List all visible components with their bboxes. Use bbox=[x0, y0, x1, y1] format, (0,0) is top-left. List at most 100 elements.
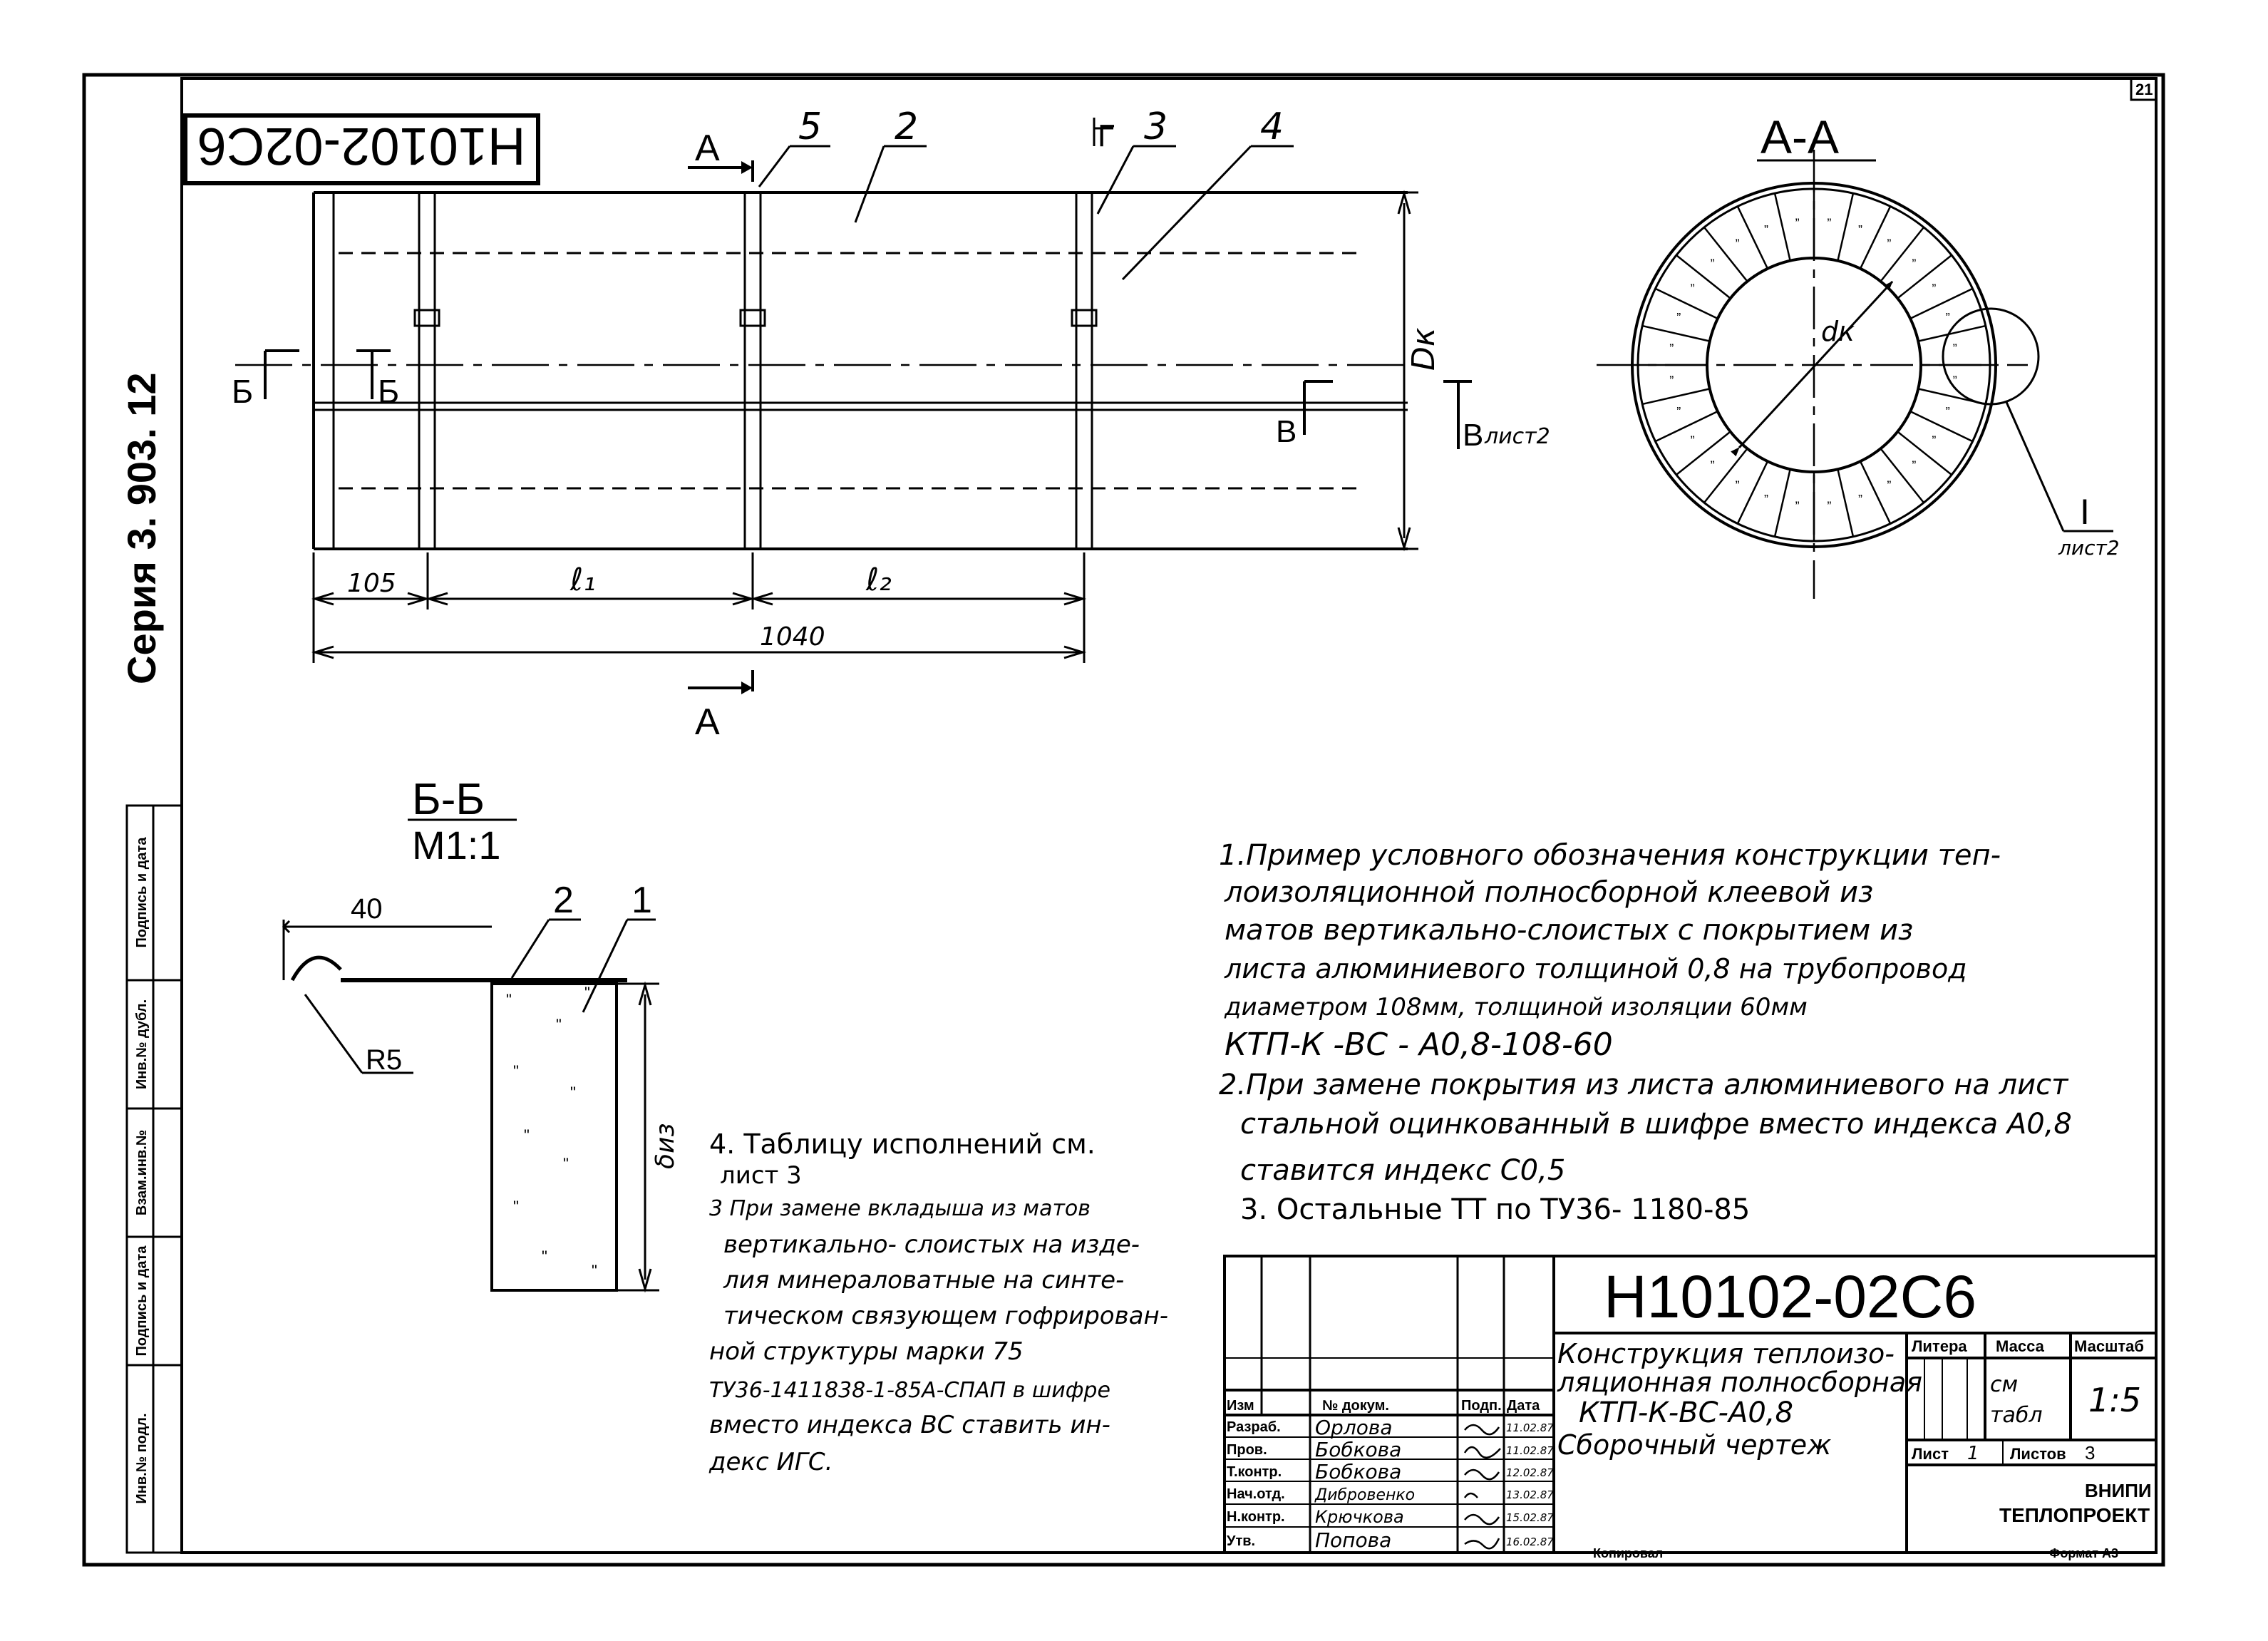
insulation-segment-divider bbox=[1880, 227, 1924, 282]
notes-left-line: тическом связующем гофрирован- bbox=[723, 1302, 1168, 1330]
tb-name: Дибровенко bbox=[1314, 1486, 1415, 1504]
title-block-dates: 11.02.87 11.02.87 12.02.87 13.02.87 15.0… bbox=[1506, 1421, 1554, 1548]
insulation-segment-divider bbox=[1654, 287, 1718, 320]
title-block-headers: Изм № докум. Подп. Дата bbox=[1227, 1398, 1540, 1414]
insulation-segment-divider bbox=[1736, 205, 1769, 269]
svg-text:": " bbox=[570, 1084, 576, 1101]
stamp-top: Н10102-02С6 bbox=[183, 113, 540, 185]
svg-text:": " bbox=[506, 991, 512, 1009]
tb-scale-label: Масштаб bbox=[2074, 1337, 2144, 1355]
notes-left-line: вместо индекса ВС ставить ин- bbox=[709, 1411, 1110, 1439]
section-aa-dk-label: dк bbox=[1821, 316, 1855, 347]
section-bb-scale: М1:1 bbox=[412, 823, 501, 868]
notes-right-line: 1.Пример условного обозначения конструкц… bbox=[1219, 839, 2001, 872]
insulation-fill-mark: ” bbox=[1912, 458, 1916, 473]
tb-role: Нач.отд. bbox=[1227, 1486, 1285, 1502]
insulation-fill-mark: ” bbox=[1736, 478, 1740, 493]
tb-sheet-label: Лист bbox=[1912, 1445, 1949, 1463]
notes-left-line: ТУ36-1411838-1-85А-СПАП в шифре bbox=[709, 1378, 1110, 1403]
insulation-segment-divider bbox=[1773, 468, 1791, 537]
section-bb-callout-1: 1 bbox=[632, 880, 652, 921]
section-aa-segments: ”””””””””””””””””””””””””””” bbox=[1638, 189, 1990, 541]
section-a-bottom-label: А bbox=[695, 701, 720, 743]
svg-text:": " bbox=[592, 1262, 597, 1280]
callout-5: 5 bbox=[798, 106, 822, 148]
insulation-segment-divider bbox=[1773, 192, 1791, 262]
tb-date: 16.02.87 bbox=[1506, 1535, 1554, 1548]
svg-text:": " bbox=[542, 1248, 547, 1265]
dim-dk-label: Dк bbox=[1406, 327, 1442, 371]
insulation-fill-mark: ” bbox=[1764, 223, 1768, 237]
tb-name: Бобкова bbox=[1315, 1460, 1401, 1483]
tb-name: Попова bbox=[1315, 1528, 1391, 1552]
insulation-fill-mark: ” bbox=[1795, 216, 1800, 230]
insulation-segment-divider bbox=[1859, 461, 1892, 525]
insulation-fill-mark: ” bbox=[1858, 493, 1862, 507]
tb-name: Бобкова bbox=[1315, 1438, 1401, 1461]
section-bb-dim-40: 40 bbox=[351, 893, 383, 925]
insulation-fill-mark: ” bbox=[1711, 458, 1715, 473]
notes-right-line: лоизоляционной полносборной клеевой из bbox=[1224, 876, 1873, 909]
section-aa-view bbox=[1597, 150, 2113, 599]
dim-105: 105 bbox=[347, 569, 396, 598]
left-strip bbox=[125, 804, 183, 1554]
tb-date: 15.02.87 bbox=[1506, 1511, 1554, 1524]
tb-date: 11.02.87 bbox=[1506, 1444, 1554, 1457]
tb-header: Подп. bbox=[1461, 1398, 1502, 1414]
section-aa-title: А-А bbox=[1761, 110, 1839, 163]
insulation-segment-divider bbox=[1654, 410, 1718, 443]
insulation-segment-divider bbox=[1917, 388, 1986, 406]
notes-left-line: ной структуры марки 75 bbox=[709, 1337, 1024, 1366]
notes-left: 4. Таблицу исполнений см. лист 3 3 При з… bbox=[708, 1128, 1168, 1476]
insulation-fill-mark: ” bbox=[1887, 478, 1891, 493]
section-b-right-label: Б bbox=[378, 373, 399, 410]
section-a-marks bbox=[688, 160, 754, 694]
notes-left-line: декс ИГС. bbox=[708, 1448, 833, 1476]
dim-1040: 1040 bbox=[760, 622, 825, 652]
dim-l2: ℓ₂ bbox=[865, 562, 892, 598]
svg-text:": " bbox=[584, 984, 590, 1002]
tb-sheet-value: 1 bbox=[1967, 1443, 1979, 1464]
tb-mass-value-1: см bbox=[1990, 1372, 2018, 1397]
section-bb-callout-2: 2 bbox=[553, 880, 574, 921]
tb-role: Н.контр. bbox=[1227, 1509, 1285, 1525]
notes-right-line: матов вертикально-слоистых с покрытием и… bbox=[1225, 914, 1913, 947]
section-b-left-label: Б bbox=[232, 373, 253, 410]
tb-sheets-label: Листов bbox=[2010, 1445, 2066, 1463]
notes-left-line: 3 При замене вкладыша из матов bbox=[709, 1196, 1091, 1221]
tb-org-2: ТЕПЛОПРОЕКТ bbox=[1999, 1504, 2150, 1526]
insulation-fill-mark: ” bbox=[1691, 433, 1695, 448]
title-block-name-3: КТП-К-ВС-А0,8 bbox=[1579, 1396, 1793, 1429]
section-bb-title: Б-Б bbox=[412, 775, 485, 824]
insulation-fill-mark: ” bbox=[1676, 311, 1681, 325]
insulation-fill-mark: ” bbox=[1669, 374, 1674, 388]
insulation-fill-mark: ” bbox=[1858, 223, 1862, 237]
strip-cell-vzam: Взам.инв.№ bbox=[134, 1130, 150, 1215]
sheet-corner-number: 21 bbox=[2135, 81, 2153, 98]
notes-left-line: лия минераловатные на синте- bbox=[723, 1266, 1124, 1295]
dim-dk-line bbox=[1361, 190, 1418, 552]
insulation-fill-mark: ” bbox=[1676, 405, 1681, 419]
title-block-grid bbox=[1223, 1255, 2158, 1554]
title-block-names: Орлова Бобкова Бобкова Дибровенко Крючко… bbox=[1314, 1416, 1415, 1552]
tb-org-1: ВНИПИ bbox=[2085, 1480, 2152, 1501]
title-block-signatures bbox=[1463, 1424, 1501, 1550]
title-block-roles: Разраб. Пров. Т.контр. Нач.отд. Н.контр.… bbox=[1227, 1419, 1285, 1549]
title-block-name-2: ляционная полносборная bbox=[1557, 1367, 1922, 1398]
tb-name: Крючкова bbox=[1315, 1507, 1404, 1527]
section-v-marks bbox=[1303, 380, 1472, 449]
insulation-fill-mark: ” bbox=[1953, 342, 1957, 356]
section-a-top-label: А bbox=[695, 128, 720, 169]
tb-role: Утв. bbox=[1227, 1533, 1255, 1549]
tb-litera-label: Литера bbox=[1912, 1337, 1967, 1355]
svg-text:": " bbox=[563, 1155, 569, 1173]
callout-4: 4 bbox=[1260, 106, 1284, 148]
callout-leaders bbox=[758, 118, 1294, 281]
tb-role: Т.контр. bbox=[1227, 1464, 1282, 1480]
tb-date: 12.02.87 bbox=[1506, 1466, 1554, 1479]
tb-scale-value: 1:5 bbox=[2088, 1381, 2141, 1419]
tb-mass-label: Масса bbox=[1996, 1337, 2045, 1355]
svg-text:": " bbox=[513, 1198, 519, 1215]
insulation-segment-divider bbox=[1676, 254, 1731, 299]
insulation-segment-divider bbox=[1897, 254, 1952, 299]
